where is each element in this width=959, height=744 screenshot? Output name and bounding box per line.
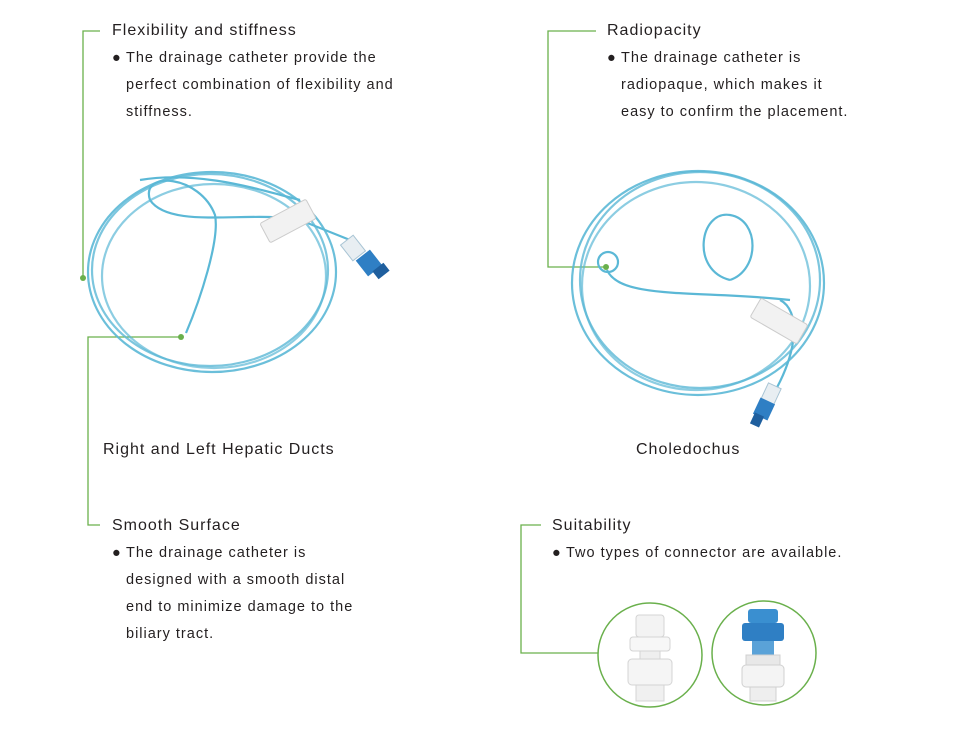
- radiopacity-line-3: easy to confirm the placement.: [621, 104, 849, 120]
- flexibility-line-2: perfect combination of flexibility and: [126, 77, 394, 93]
- connector-white-circle: [597, 602, 703, 708]
- right-product-caption: Choledochus: [636, 441, 741, 458]
- smooth-heading: Smooth Surface: [112, 517, 241, 534]
- leader-line-radiopacity: [547, 30, 606, 268]
- leader-line-suitability: [520, 524, 605, 654]
- suitability-line-1: ●Two types of connector are available.: [552, 540, 842, 567]
- leader-lines: [82, 30, 606, 654]
- suitability-heading: Suitability: [552, 517, 632, 534]
- smooth-line-4: biliary tract.: [126, 626, 215, 642]
- radiopacity-line-1: ●The drainage catheter is: [607, 45, 848, 72]
- catheter-right-tag: [750, 298, 808, 344]
- catheter-left-image: [86, 170, 351, 374]
- connector-blue-circle: [711, 600, 817, 706]
- leader-dot-flexibility: [80, 275, 86, 281]
- radiopacity-line-2: radiopaque, which makes it: [621, 77, 823, 93]
- smooth-line-2: designed with a smooth distal: [126, 572, 346, 588]
- bullet-icon: ●: [552, 545, 562, 561]
- bullet-icon: ●: [607, 50, 617, 66]
- leader-line-flexibility: [82, 30, 100, 278]
- smooth-line-3: end to minimize damage to the: [126, 599, 354, 615]
- flexibility-line-1: ●The drainage catheter provide the: [112, 45, 394, 72]
- catheter-left-tag: [260, 199, 316, 243]
- catheter-left-connector: [339, 234, 390, 280]
- catheter-right-image: [570, 169, 826, 401]
- suitability-description: ●Two types of connector are available.: [552, 540, 842, 567]
- radiopacity-heading: Radiopacity: [607, 22, 702, 39]
- catheter-right-connector: [749, 382, 782, 428]
- leader-dot-smooth: [178, 334, 184, 340]
- leader-dot-radiopacity: [603, 264, 609, 270]
- bullet-icon: ●: [112, 545, 122, 561]
- bullet-icon: ●: [112, 50, 122, 66]
- flexibility-line-3: stiffness.: [126, 104, 193, 120]
- smooth-description: ●The drainage catheter is designed with …: [112, 540, 353, 648]
- flexibility-description: ●The drainage catheter provide the perfe…: [112, 45, 394, 126]
- smooth-line-1: ●The drainage catheter is: [112, 540, 353, 567]
- left-product-caption: Right and Left Hepatic Ducts: [103, 441, 335, 458]
- flexibility-heading: Flexibility and stiffness: [112, 22, 297, 39]
- leader-line-smooth: [87, 336, 180, 526]
- radiopacity-description: ●The drainage catheter is radiopaque, wh…: [607, 45, 848, 126]
